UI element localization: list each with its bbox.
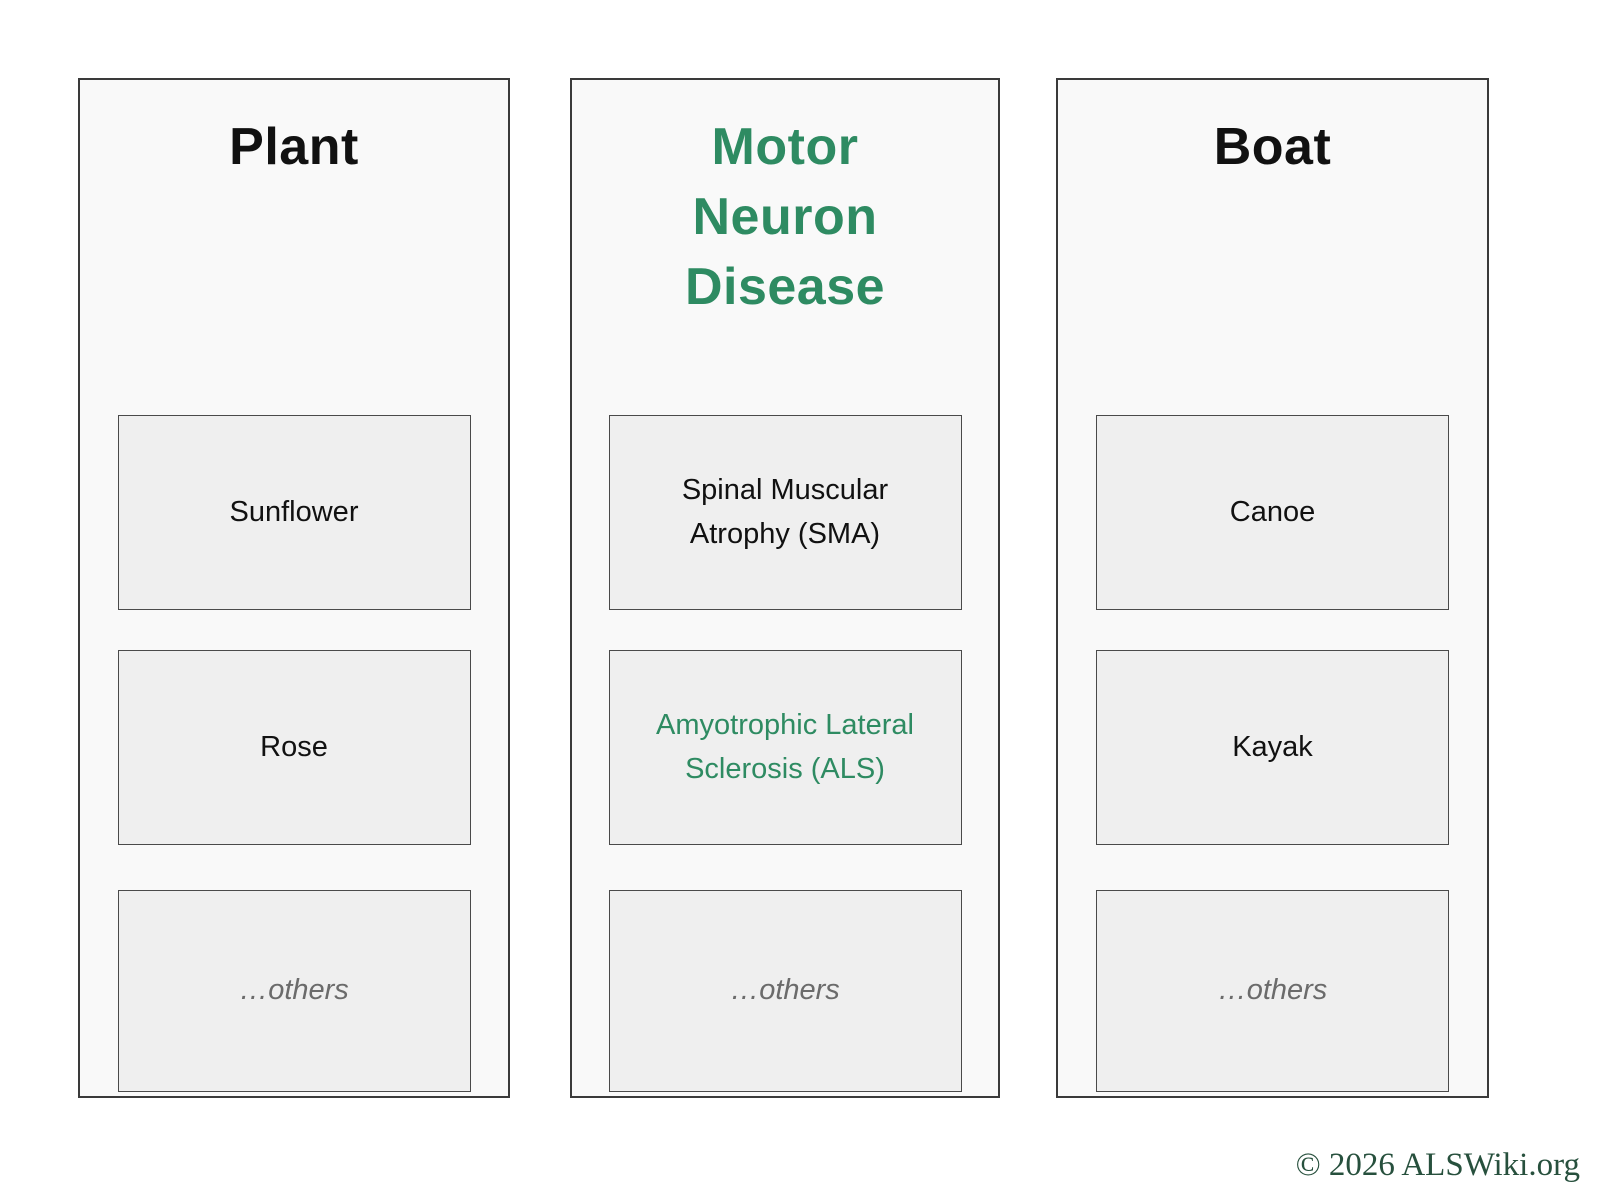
panel-header: Plant: [80, 112, 508, 415]
item-box-others-boat: …others: [1096, 890, 1449, 1092]
item-box-canoe: Canoe: [1096, 415, 1449, 610]
item-box-rose: Rose: [117, 650, 471, 845]
item-box-others-mnd: …others: [608, 890, 962, 1092]
copyright-text: © 2026 ALSWiki.org: [1295, 1147, 1580, 1183]
item-box-others-plant: …others: [117, 890, 471, 1092]
item-box-kayak: Kayak: [1096, 650, 1449, 845]
panel-title-plant: Plant: [229, 118, 359, 176]
panel-header: Boat: [1058, 112, 1487, 415]
item-label: Amyotrophic Lateral Sclerosis (ALS): [656, 709, 914, 785]
item-label: …others: [1217, 974, 1328, 1007]
item-box-list: Sunflower Rose …others: [80, 415, 508, 1092]
item-label: Spinal Muscular Atrophy (SMA): [681, 474, 889, 550]
item-label: Canoe: [1229, 495, 1316, 528]
category-panel-motor-neuron-disease: Motor Neuron Disease Spinal Muscular Atr…: [570, 78, 1000, 1098]
item-box-sunflower: Sunflower: [117, 415, 471, 610]
item-box-list: Spinal Muscular Atrophy (SMA) Amyotrophi…: [572, 415, 998, 1092]
panel-title-motor-neuron-disease: Motor Neuron Disease: [684, 118, 886, 316]
category-panel-boat: Boat Canoe Kayak …others: [1056, 78, 1489, 1098]
item-label: Sunflower: [229, 495, 359, 528]
category-panel-plant: Plant Sunflower Rose …others: [78, 78, 510, 1098]
item-label: Kayak: [1232, 730, 1313, 763]
item-box-list: Canoe Kayak …others: [1058, 415, 1487, 1092]
item-box-sma: Spinal Muscular Atrophy (SMA): [608, 415, 962, 610]
item-box-als: Amyotrophic Lateral Sclerosis (ALS): [608, 650, 962, 845]
item-label: …others: [239, 974, 349, 1007]
panel-header: Motor Neuron Disease: [572, 112, 998, 415]
item-label: Rose: [260, 730, 328, 763]
panel-title-boat: Boat: [1213, 118, 1332, 176]
item-label: …others: [730, 974, 840, 1007]
